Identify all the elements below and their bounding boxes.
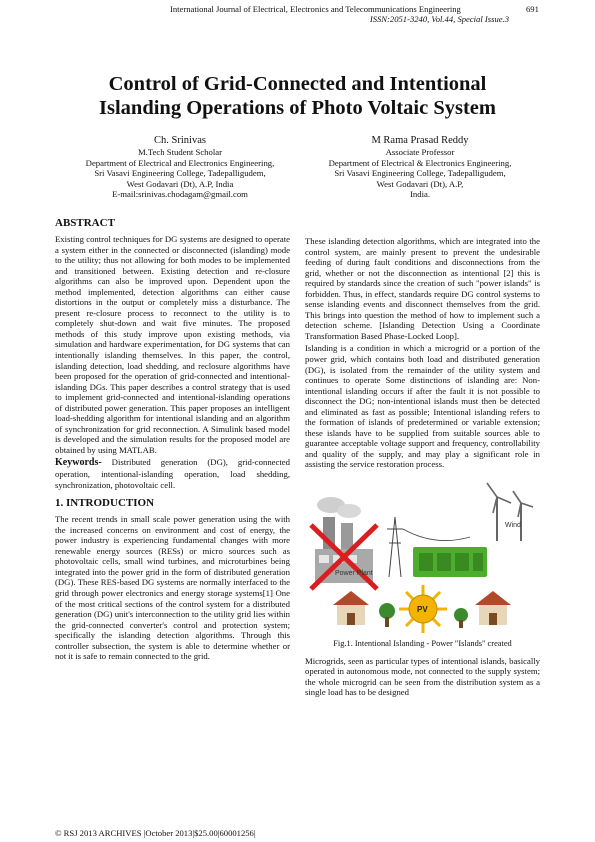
power-plant-icon: Power Plant (309, 497, 379, 591)
author-block-2: M Rama Prasad Reddy Associate Professor … (300, 135, 540, 200)
abstract-text: Existing control techniques for DG syste… (55, 234, 290, 455)
author-dept: Department of Electrical & Electronics E… (328, 157, 512, 168)
wind-turbine-icon: Wind (486, 482, 534, 542)
issn-line: ISSN:2051-3240, Vol.44, Special Issue.3 (369, 14, 509, 24)
author-college: Sri Vasavi Engineering College, Tadepall… (94, 168, 266, 179)
author-role: M.Tech Student Scholar (137, 147, 223, 157)
author-place: West Godavari (Dt), A.P, India (126, 178, 234, 189)
microgrid-icon (413, 547, 487, 578)
footer: © RSJ 2013 ARCHIVES |October 2013|$25.00… (55, 828, 256, 838)
author-role: Associate Professor (385, 147, 455, 157)
figure-caption: Fig.1. Intentional Islanding - Power "Is… (333, 639, 512, 649)
paper-title: Control of Grid-Connected and Intentiona… (0, 72, 595, 120)
wind-label: Wind (505, 522, 521, 529)
col2-paragraph-2: Islanding is a condition in which a micr… (305, 343, 540, 470)
left-column: ABSTRACT Existing control techniques for… (55, 217, 290, 664)
author-block-1: Ch. Srinivas M.Tech Student Scholar Depa… (60, 135, 300, 200)
col2-paragraph-1: These islanding detection algorithms, wh… (305, 236, 540, 341)
tree-icon (379, 603, 468, 629)
author-country: India. (409, 189, 431, 200)
abstract-heading: ABSTRACT (55, 217, 115, 229)
pv-label: PV (417, 605, 428, 614)
power-plant-label: Power Plant (335, 570, 373, 577)
transmission-tower-icon (387, 516, 471, 578)
house-icon (333, 591, 369, 626)
right-column: These islanding detection algorithms, wh… (305, 236, 540, 700)
author-dept: Department of Electrical and Electronics… (85, 157, 275, 168)
sun-pv-icon: PV (399, 585, 447, 634)
title-line-2: Islanding Operations of Photo Voltaic Sy… (99, 97, 496, 119)
author-place: West Godavari (Dt), A.P, (376, 178, 464, 189)
page-number: 691 (526, 4, 539, 14)
keywords-text: Distributed generation (DG), grid-connec… (55, 457, 290, 490)
intro-text: The recent trends in small scale power g… (55, 514, 290, 662)
author-name: Ch. Srinivas (154, 135, 206, 146)
author-email: E-mail:srinivas.chodagam@gmail.com (112, 189, 248, 200)
author-name: M Rama Prasad Reddy (371, 135, 469, 146)
journal-name: International Journal of Electrical, Ele… (170, 4, 461, 14)
figure-1: Power Plant Wind (305, 477, 540, 637)
keywords-label: Keywords- (55, 457, 102, 469)
title-line-1: Control of Grid-Connected and Intentiona… (108, 73, 487, 95)
islanding-illustration: Power Plant Wind (309, 482, 534, 634)
author-college: Sri Vasavi Engineering College, Tadepall… (334, 168, 506, 179)
intro-heading: 1. INTRODUCTION (55, 497, 155, 510)
house-icon (475, 591, 511, 626)
keywords: Keywords- Distributed generation (DG), g… (55, 457, 290, 490)
col2-paragraph-3: Microgrids, seen as particular types of … (305, 655, 540, 698)
